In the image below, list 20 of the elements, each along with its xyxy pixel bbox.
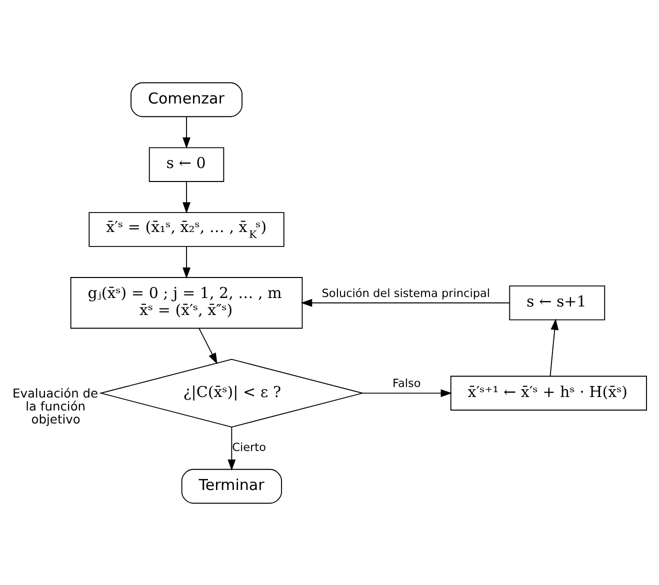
arrow xyxy=(182,246,190,278)
node-box: Comenzar xyxy=(130,82,242,117)
arrow xyxy=(300,298,510,306)
arrow xyxy=(228,426,236,470)
node-box: x̄′ˢ = (x̄₁ˢ, x̄₂ˢ, … , x̄$_{K}$ˢ) xyxy=(88,212,284,246)
node-label: Evaluación de la función objetivo xyxy=(12,386,98,426)
node-box: gⱼ(x̄ˢ) = 0 ; j = 1, 2, … , m x̄ˢ = (x̄′ˢ, x̄″ˢ) xyxy=(70,276,303,328)
arrow xyxy=(550,318,559,376)
node-box: Terminar xyxy=(181,468,282,504)
edge-label: Cierto xyxy=(232,440,266,454)
node-box: s ← s+1 xyxy=(509,284,606,320)
arrow xyxy=(362,388,452,397)
node-diamond: ¿|C(x̄ˢ)| < ε ? xyxy=(99,358,364,428)
arrow xyxy=(182,180,190,214)
arrow xyxy=(182,116,190,148)
node-box: x̄′ˢ⁺¹ ← x̄′ˢ + hˢ · H(x̄ˢ) xyxy=(450,375,647,410)
arrow xyxy=(198,327,218,364)
edge-label: Solución del sistema principal xyxy=(322,286,490,300)
edge-label: Falso xyxy=(392,376,421,390)
node-box: s ← 0 xyxy=(148,146,224,182)
